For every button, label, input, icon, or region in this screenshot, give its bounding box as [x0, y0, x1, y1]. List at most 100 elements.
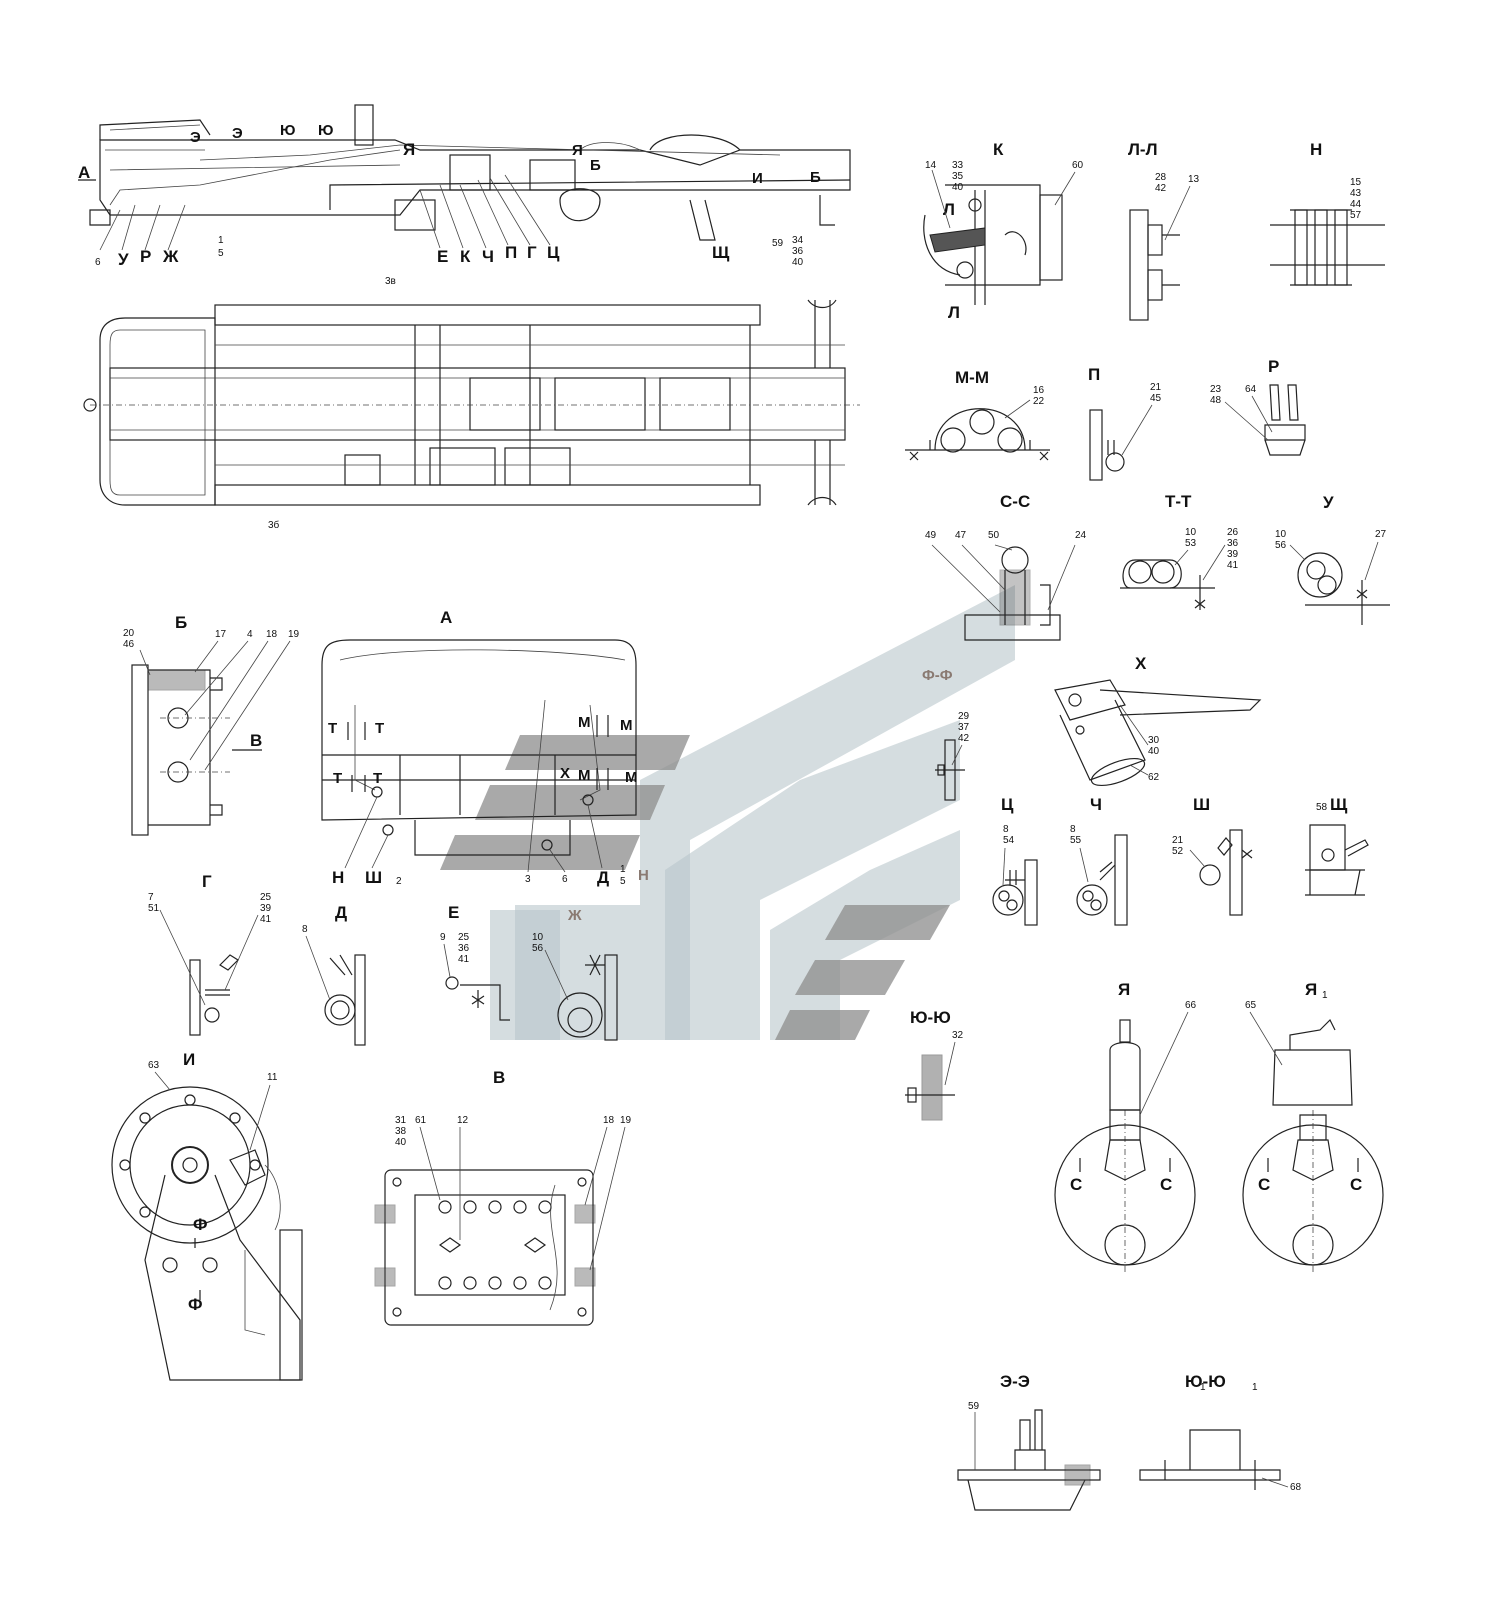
svg-text:8: 8 — [1070, 824, 1076, 835]
svg-text:Е: Е — [437, 247, 448, 266]
svg-text:К: К — [460, 247, 471, 266]
svg-text:15: 15 — [1350, 177, 1362, 188]
svg-text:Ф: Ф — [188, 1295, 203, 1314]
svg-text:Ч: Ч — [482, 247, 494, 266]
svg-text:39: 39 — [260, 903, 272, 914]
view-U: У 10 56 27 — [1275, 493, 1390, 625]
svg-text:43: 43 — [1350, 188, 1362, 199]
svg-text:Э: Э — [190, 129, 201, 146]
svg-text:30: 30 — [1148, 735, 1160, 746]
svg-text:65: 65 — [1245, 1000, 1257, 1011]
svg-text:36: 36 — [792, 246, 804, 257]
svg-text:Ц: Ц — [1001, 795, 1014, 814]
svg-text:13: 13 — [1188, 174, 1200, 185]
plan-view-labels: 3в 3б — [268, 276, 396, 531]
svg-text:Х: Х — [560, 765, 570, 782]
svg-text:Щ: Щ — [1330, 795, 1348, 814]
svg-text:64: 64 — [1245, 384, 1257, 395]
svg-text:46: 46 — [123, 639, 135, 650]
view-TT: Т-Т 10 53 26 36 39 41 — [1120, 492, 1239, 610]
svg-text:5: 5 — [218, 248, 224, 259]
svg-text:26: 26 — [1227, 527, 1239, 538]
svg-text:12: 12 — [457, 1115, 469, 1126]
svg-text:48: 48 — [1210, 395, 1222, 406]
svg-text:21: 21 — [1150, 382, 1162, 393]
svg-text:27: 27 — [1375, 529, 1387, 540]
svg-text:Ш: Ш — [365, 868, 382, 887]
svg-text:1: 1 — [218, 235, 224, 246]
svg-text:Р: Р — [1268, 357, 1279, 376]
terminal-row-top — [438, 1200, 552, 1214]
svg-text:25: 25 — [458, 932, 470, 943]
svg-text:М: М — [578, 767, 591, 784]
svg-text:Ш: Ш — [1193, 795, 1210, 814]
svg-text:1: 1 — [1322, 990, 1328, 1001]
view-B: Б 20 46 17 4 18 19 В — [123, 613, 300, 836]
svg-text:55: 55 — [1070, 835, 1082, 846]
svg-text:У: У — [118, 250, 129, 269]
svg-text:42: 42 — [1155, 183, 1167, 194]
svg-text:Я: Я — [1118, 980, 1130, 999]
svg-text:Т: Т — [375, 720, 384, 737]
svg-text:28: 28 — [1155, 172, 1167, 183]
svg-text:Э-Э: Э-Э — [1000, 1372, 1030, 1391]
svg-text:9: 9 — [440, 932, 446, 943]
svg-text:3б: 3б — [268, 519, 280, 531]
svg-text:29: 29 — [958, 711, 970, 722]
svg-text:Т-Т: Т-Т — [1165, 492, 1192, 511]
svg-text:44: 44 — [1350, 199, 1362, 210]
svg-text:Д: Д — [335, 903, 347, 922]
side-view-labels: А Э Э Ю Ю Я Я Б И Б 6 У Р Ж 1 5 Е К Ч П … — [78, 122, 821, 269]
svg-text:58: 58 — [1316, 802, 1328, 813]
svg-text:50: 50 — [988, 530, 1000, 541]
view-K: К 14 33 35 40 60 Л Л — [923, 140, 1084, 322]
svg-text:21: 21 — [1172, 835, 1184, 846]
svg-text:Н: Н — [1310, 140, 1322, 159]
svg-text:Е: Е — [448, 903, 459, 922]
svg-text:Ю: Ю — [318, 122, 333, 139]
svg-text:10: 10 — [1275, 529, 1287, 540]
svg-text:8: 8 — [302, 924, 308, 935]
svg-text:56: 56 — [532, 943, 544, 954]
view-X: Х 30 40 62 — [1054, 654, 1262, 787]
svg-text:Г: Г — [527, 243, 537, 262]
svg-text:45: 45 — [1150, 393, 1162, 404]
svg-text:32: 32 — [952, 1030, 964, 1041]
view-MM: М-М 16 22 — [905, 368, 1050, 461]
svg-text:68: 68 — [1290, 1482, 1302, 1493]
svg-text:34: 34 — [792, 235, 804, 246]
svg-text:6: 6 — [95, 257, 101, 268]
svg-text:И: И — [752, 170, 763, 187]
view-FF: Ф-Ф 29 37 42 — [922, 667, 970, 801]
svg-text:37: 37 — [958, 722, 970, 733]
svg-text:18: 18 — [266, 629, 278, 640]
svg-text:1: 1 — [1252, 1382, 1258, 1393]
svg-text:40: 40 — [1148, 746, 1160, 757]
view-R: Р 23 48 64 — [1210, 357, 1306, 456]
svg-text:42: 42 — [958, 733, 970, 744]
svg-text:С: С — [1070, 1175, 1082, 1194]
svg-text:И: И — [183, 1050, 195, 1069]
svg-text:53: 53 — [1185, 538, 1197, 549]
svg-text:40: 40 — [792, 257, 804, 268]
svg-text:К: К — [993, 140, 1004, 159]
view-Ya: Я 66 С С — [1054, 980, 1197, 1275]
svg-text:14: 14 — [925, 160, 937, 171]
svg-text:33: 33 — [952, 160, 964, 171]
svg-text:М: М — [620, 717, 633, 734]
svg-text:22: 22 — [1033, 396, 1045, 407]
svg-text:23: 23 — [1210, 384, 1222, 395]
svg-text:1: 1 — [620, 864, 626, 875]
svg-text:10: 10 — [1185, 527, 1197, 538]
view-Zh: Ж 10 56 — [532, 907, 618, 1041]
svg-text:Я: Я — [572, 142, 583, 159]
view-N: Н 15 43 44 57 — [1270, 140, 1385, 286]
svg-text:Ю-Ю: Ю-Ю — [1185, 1372, 1226, 1391]
svg-text:16: 16 — [1033, 385, 1045, 396]
svg-text:Б: Б — [175, 613, 187, 632]
svg-text:3в: 3в — [385, 276, 396, 287]
svg-text:М: М — [625, 769, 638, 786]
view-Ts: Ц 8 54 — [992, 795, 1038, 926]
svg-text:Ю: Ю — [280, 122, 295, 139]
svg-text:Ж: Ж — [567, 907, 582, 924]
